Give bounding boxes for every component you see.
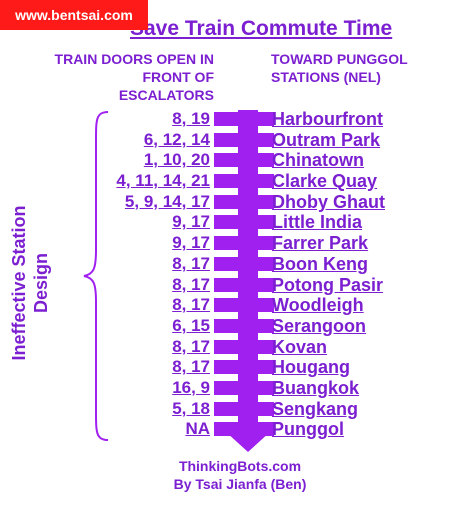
station-row: 5, 18 Sengkang [0, 399, 454, 420]
station-block [214, 194, 274, 209]
station-block [214, 318, 274, 333]
station-row: 8, 17 Hougang [0, 357, 454, 378]
side-label: Ineffective Station Design [8, 163, 52, 403]
direction-arrow-icon [226, 432, 270, 452]
right-column-header: TOWARD PUNGGOL STATIONS (NEL) [271, 50, 451, 86]
station-name: Outram Park [272, 129, 381, 150]
station-name: Buangkok [272, 377, 360, 398]
door-numbers: 8, 17 [172, 336, 210, 356]
station-block [214, 277, 274, 292]
door-numbers: 1, 10, 20 [143, 150, 210, 170]
station-name: Harbourfront [272, 109, 383, 129]
door-numbers: NA [185, 419, 210, 439]
station-name: Punggol [272, 419, 344, 440]
door-numbers: 16, 9 [172, 377, 210, 397]
door-numbers: 8, 17 [172, 253, 210, 273]
credit-author: By Tsai Jianfa (Ben) [173, 476, 307, 492]
station-name: Dhoby Ghaut [272, 191, 385, 212]
right-header-line-2: STATIONS (NEL) [271, 69, 381, 85]
right-header-line-1: TOWARD PUNGGOL [271, 51, 408, 67]
station-name: Kovan [272, 336, 328, 357]
door-numbers: 5, 9, 14, 17 [124, 191, 210, 211]
station-block [214, 112, 274, 126]
station-name: Serangoon [272, 315, 367, 336]
station-block [214, 174, 274, 189]
station-row: 9, 17 Farrer Park [0, 233, 454, 254]
station-row: 4, 11, 14, 21 Clarke Quay [0, 171, 454, 192]
station-block [214, 153, 274, 168]
door-numbers: 8, 17 [172, 357, 210, 377]
station-name: Sengkang [272, 398, 359, 419]
door-numbers: 9, 17 [172, 212, 210, 232]
credit-site: ThinkingBots.com [178, 458, 302, 474]
station-block [214, 360, 274, 375]
side-label-line-1: Ineffective Station [9, 205, 29, 361]
station-name: Chinatown [272, 150, 364, 171]
station-block [214, 236, 274, 251]
station-row: NA Punggol [0, 419, 454, 440]
station-name: Potong Pasir [272, 274, 384, 295]
station-name: Boon Keng [272, 253, 368, 274]
station-row: 8, 17 Kovan [0, 337, 454, 358]
left-header-line-1: TRAIN DOORS OPEN IN [54, 51, 214, 67]
station-row: 8, 17 Woodleigh [0, 295, 454, 316]
station-row: 8, 17 Boon Keng [0, 254, 454, 275]
left-column-header: TRAIN DOORS OPEN IN FRONT OF ESCALATORS [0, 50, 214, 104]
station-row: 8, 19 Harbourfront [0, 109, 454, 130]
station-block [214, 422, 274, 437]
station-block [214, 298, 274, 313]
station-block [214, 401, 274, 416]
door-numbers: 8, 17 [172, 274, 210, 294]
left-brace-icon [83, 111, 109, 441]
watermark: www.bentsai.com [0, 0, 148, 30]
station-name: Clarke Quay [272, 171, 378, 192]
station-row: 9, 17 Little India [0, 212, 454, 233]
door-numbers: 8, 17 [172, 295, 210, 315]
left-header-line-2: FRONT OF [142, 69, 214, 85]
door-numbers: 9, 17 [172, 233, 210, 253]
train-line-track [238, 110, 258, 436]
station-name: Little India [272, 212, 362, 233]
station-row: 16, 9 Buangkok [0, 378, 454, 399]
door-numbers: 6, 12, 14 [143, 129, 210, 149]
station-block [214, 256, 274, 271]
station-row: 8, 17 Potong Pasir [0, 275, 454, 296]
station-row: 6, 12, 14 Outram Park [0, 130, 454, 151]
door-numbers: 5, 18 [172, 398, 210, 418]
station-block [214, 339, 274, 354]
door-numbers: 4, 11, 14, 21 [116, 171, 210, 191]
station-name: Farrer Park [272, 233, 369, 254]
station-name: Hougang [272, 357, 350, 378]
station-row: 1, 10, 20 Chinatown [0, 150, 454, 171]
diagram-title: Save Train Commute Time [130, 17, 393, 40]
station-block [214, 215, 274, 230]
door-numbers: 6, 15 [172, 315, 210, 335]
left-header-line-3: ESCALATORS [118, 87, 214, 103]
station-block [214, 132, 274, 147]
station-name: Woodleigh [272, 295, 364, 316]
station-row: 6, 15 Serangoon [0, 316, 454, 337]
side-label-line-2: Design [31, 253, 51, 314]
station-row: 5, 9, 14, 17 Dhoby Ghaut [0, 192, 454, 213]
door-numbers: 8, 19 [172, 109, 210, 128]
station-block [214, 380, 274, 395]
